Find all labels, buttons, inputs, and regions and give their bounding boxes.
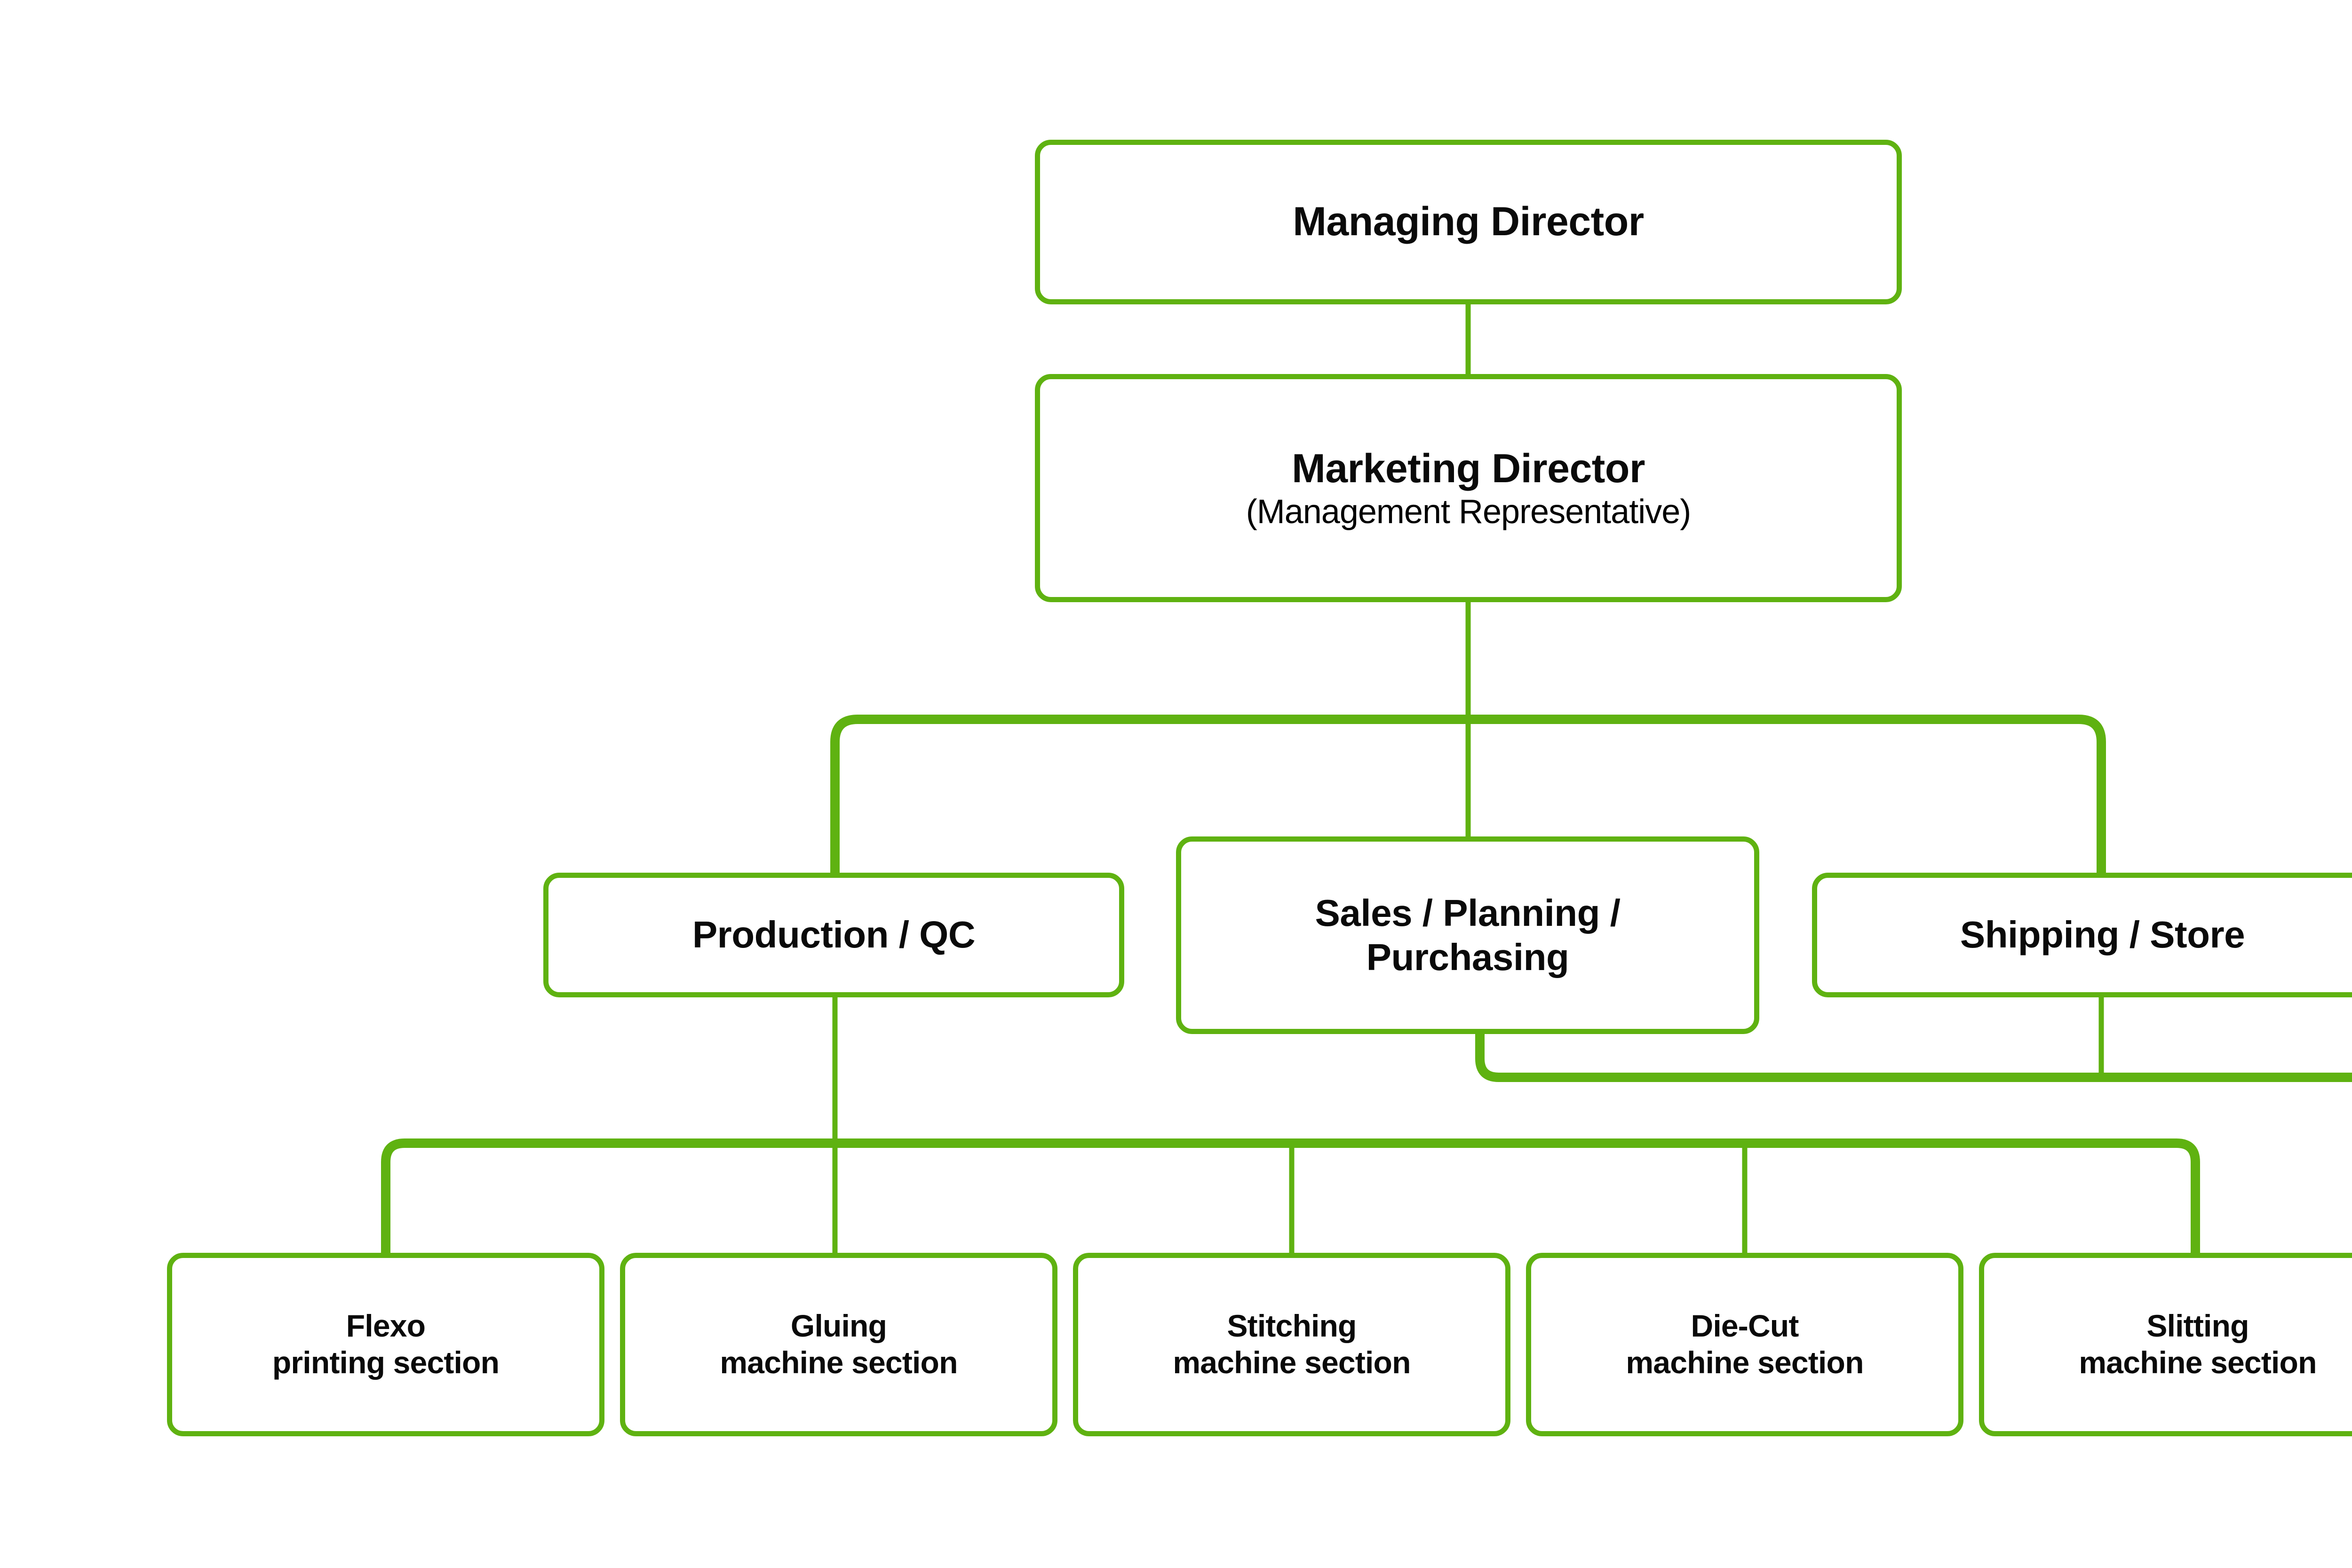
node-label-flexo-printing-section: Flexo printing section (272, 1308, 500, 1380)
node-label-stitching-machine-section: Stitching machine section (1173, 1308, 1411, 1380)
node-gluing-machine-section[interactable]: Gluing machine section (620, 1253, 1057, 1436)
node-sales-planning-purchasing[interactable]: Sales / Planning / Purchasing (1176, 836, 1759, 1034)
node-production-qc[interactable]: Production / QC (543, 873, 1124, 997)
node-managing-director[interactable]: Managing Director (1035, 140, 1902, 304)
node-label-managing-director: Managing Director (1293, 199, 1644, 245)
node-slitting-machine-section[interactable]: Slitting machine section (1979, 1253, 2352, 1436)
node-label-slitting-machine-section: Slitting machine section (2079, 1308, 2317, 1380)
node-label-die-cut-machine-section: Die-Cut machine section (1626, 1308, 1864, 1380)
node-label-gluing-machine-section: Gluing machine section (720, 1308, 958, 1380)
node-die-cut-machine-section[interactable]: Die-Cut machine section (1526, 1253, 1963, 1436)
connector-bus-tier4 (381, 1138, 2200, 1253)
connector-sales-to-store (1475, 1034, 2352, 1082)
node-label-marketing-director: Marketing Director (1292, 446, 1645, 491)
node-stitching-machine-section[interactable]: Stitching machine section (1073, 1253, 1510, 1436)
node-shipping-store[interactable]: Shipping / Store (1812, 873, 2352, 997)
node-sublabel-management-representative: (Management Representative) (1246, 493, 1691, 531)
node-marketing-director[interactable]: Marketing Director (Management Represent… (1035, 374, 1902, 602)
node-label-shipping-store: Shipping / Store (1960, 914, 2245, 956)
node-label-production-qc: Production / QC (692, 914, 976, 956)
node-label-sales-planning-purchasing: Sales / Planning / Purchasing (1315, 891, 1621, 978)
node-flexo-printing-section[interactable]: Flexo printing section (167, 1253, 604, 1436)
